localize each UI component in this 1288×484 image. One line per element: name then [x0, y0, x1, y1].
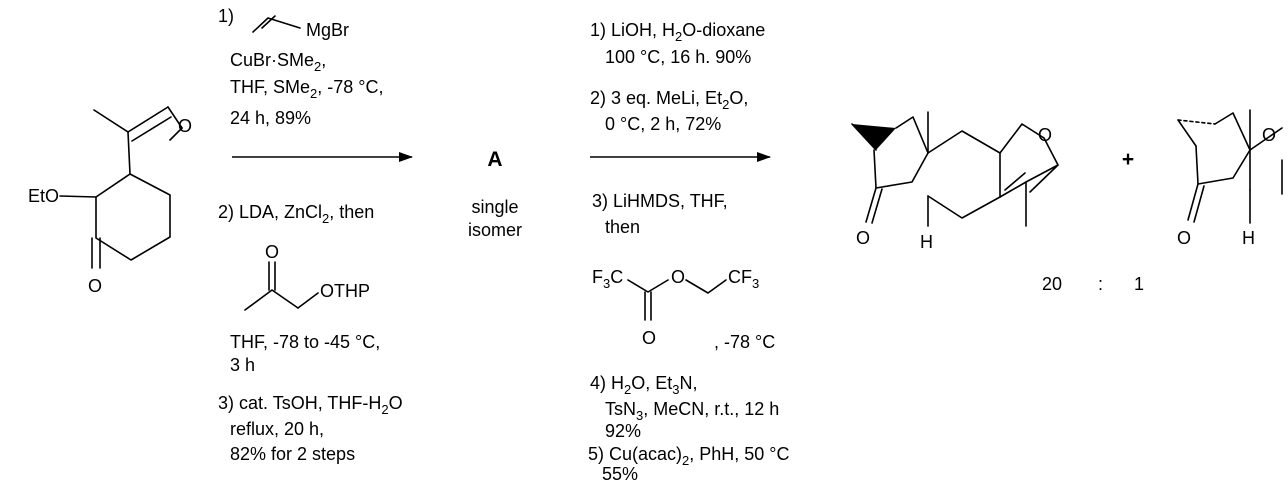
step1-item1-number: 1) — [218, 6, 234, 26]
cyclopentanone-oxygen-label: O — [856, 228, 870, 248]
step2-item2-meli: 2) 3 eq. MeLi, Et2O, — [590, 88, 748, 112]
ratio-minor: 1 — [1134, 274, 1144, 294]
minor-furan-oxygen-label: O — [1262, 125, 1276, 145]
step2-conditions: 1) LiOH, H2O-dioxane 100 °C, 16 h. 90% 2… — [588, 20, 790, 484]
trifluoroester-bonds — [627, 279, 669, 293]
step2-item1-lioh: 1) LiOH, H2O-dioxane — [590, 20, 765, 44]
grignard-label: MgBr — [306, 20, 349, 40]
step1-item2-lda: 2) LDA, ZnCl2, then — [218, 202, 374, 226]
minor-cyclopentanone-oxygen-label: O — [1177, 228, 1191, 248]
product-ratio: 20 : 1 — [1042, 274, 1144, 294]
step1-time-yield: 24 h, 89% — [230, 108, 311, 128]
step1-conditions: 1) MgBr CuBr·SMe2, THF, SMe2, -78 °C, 24… — [218, 6, 403, 464]
cyclopropane-hashed-wedge — [1177, 119, 1216, 125]
intermediate-a-label: A — [487, 148, 502, 171]
step1-item3-reflux: reflux, 20 h, — [230, 419, 324, 439]
step1-item3-tsoh: 3) cat. TsOH, THF-H2O — [218, 393, 403, 417]
vinyl-group-bond — [252, 17, 301, 33]
ring-junction-hydrogen: H — [920, 232, 933, 252]
step2-item2-conditions: 0 °C, 2 h, 72% — [605, 114, 721, 134]
acetone-thp-bonds — [244, 289, 299, 311]
ratio-colon: : — [1098, 274, 1103, 294]
ester-carbonyl-oxygen-label: O — [88, 276, 102, 296]
step1-item3-yield: 82% for 2 steps — [230, 444, 355, 464]
step2-item1-conditions: 100 °C, 16 h. 90% — [605, 47, 751, 67]
intermediate-a: A single isomer — [468, 148, 522, 240]
minor-product-structure: O O H — [1177, 109, 1283, 248]
step2-item4-h2o: 4) H2O, Et3N, — [590, 373, 698, 397]
step1-item2-time: 3 h — [230, 355, 255, 375]
minor-ring-junction-hydrogen: H — [1242, 228, 1255, 248]
trifluoroester-cf3: CF3 — [728, 267, 759, 291]
cyclopropane-wedge — [852, 124, 896, 150]
furan-oxygen-label: O — [1038, 125, 1052, 145]
ester-oxygen-label: O — [671, 267, 685, 287]
major-product-structure: O O H — [851, 111, 1059, 252]
trifluoroester-carbonyl-oxygen: O — [642, 328, 656, 348]
ratio-major: 20 — [1042, 274, 1062, 294]
starting-material-structure: EtO O O — [28, 106, 192, 296]
step2-item5-yield: 55% — [602, 464, 638, 484]
trifluoroethyl-ester-f3c: F3C — [592, 267, 623, 291]
step2-item3-temperature: , -78 °C — [714, 332, 775, 352]
intermediate-note-line2: isomer — [468, 220, 522, 240]
step1-solvent-line: THF, SMe2, -78 °C, — [230, 77, 383, 101]
step2-item4-tsn3: TsN3, MeCN, r.t., 12 h — [605, 399, 779, 423]
ketone-oxygen-label: O — [178, 116, 192, 136]
step2-item3-lihmds: 3) LiHMDS, THF, — [592, 191, 728, 211]
step1-reagent-cubr: CuBr·SMe2, — [230, 50, 326, 74]
step1-item2-temperature: THF, -78 to -45 °C, — [230, 332, 380, 352]
othp-label: OTHP — [320, 281, 370, 301]
acetone-oxygen-label: O — [265, 242, 279, 262]
plus-sign: + — [1122, 148, 1134, 171]
ethoxy-label: EtO — [28, 186, 59, 206]
step2-item4-yield: 92% — [605, 421, 641, 441]
intermediate-note-line1: single — [471, 197, 518, 217]
step2-item3-then: then — [605, 217, 640, 237]
